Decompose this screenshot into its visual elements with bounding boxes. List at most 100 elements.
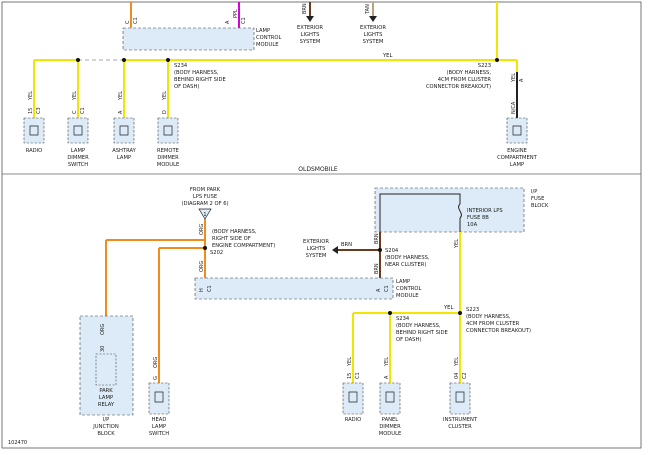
top-ext2-arrow-icon (369, 16, 377, 22)
bottom-s223-label: CONNECTOR BREAKOUT) (466, 328, 531, 334)
top-s223-drop-pin: A (519, 78, 525, 82)
s223-top-splice-dot (495, 58, 499, 62)
relay-pin: 30 (100, 346, 106, 352)
bottom-lcm-label: LAMP (396, 279, 410, 285)
fuse-output-wire-label: YEL (454, 239, 460, 249)
top-ext1-label: LIGHTS (301, 32, 320, 38)
top-s234-label: BEHIND RIGHT SIDE (174, 77, 226, 83)
s202-label: RIGHT SIDE OF (212, 236, 251, 242)
top-lamp-control-module-box (122, 27, 255, 51)
engine-compartment-lamp-box (506, 117, 528, 144)
radio-bottom-box (342, 382, 364, 415)
instrument-cluster-label: INSTRUMENT (443, 417, 478, 423)
s202-down-wire-label: ORG (199, 261, 205, 272)
top-lcm-label: MODULE (256, 42, 279, 48)
relay-label: PARK (99, 388, 113, 394)
connector-icon (29, 125, 39, 136)
s234-bottom-splice-dot (388, 311, 392, 315)
panel-dimmer-module-label: DIMMER (379, 424, 401, 430)
from-park-label: FROM PARK (190, 187, 221, 193)
fuse-block-label: I/P (531, 189, 537, 195)
panel-dimmer-module-label: MODULE (379, 431, 402, 437)
figure-id: 102470 (8, 440, 27, 446)
top-s223-label: CONNECTOR BREAKOUT) (426, 84, 491, 90)
top-lcm-pin: PPL (233, 9, 239, 18)
connector-icon (348, 391, 358, 403)
panel-dimmer-module-box (379, 382, 401, 415)
ext-bottom-label: LIGHTS (307, 246, 326, 252)
bottom-s223-label: (BODY HARNESS, (466, 314, 511, 320)
instrument-cluster-label: CLUSTER (448, 424, 472, 430)
engine-compartment-lamp-label: COMPARTMENT (497, 155, 538, 161)
s204-label: (BODY HARNESS, (385, 255, 430, 261)
panel-dimmer-wire-label: YEL (384, 357, 390, 367)
dimmer-switch-pin: C (72, 110, 78, 114)
bottom-lcm-label: MODULE (396, 293, 419, 299)
head-lamp-switch-label: HEAD (152, 417, 167, 423)
fuse-reference-triangle-icon (198, 208, 212, 220)
bottom-s234-label: BEHIND RIGHT SIDE (396, 330, 448, 336)
bottom-s223-label: 4CM FROM CLUSTER (466, 321, 520, 327)
top-lcm-label: CONTROL (256, 35, 281, 41)
bottom-lcm-pin: C1 (207, 285, 213, 292)
connector-icon (154, 391, 164, 403)
ashtray-lamp-label: ASHTRAY (112, 148, 136, 154)
cluster-pin: C2 (462, 372, 468, 379)
top-s234-label: (BODY HARNESS, (174, 70, 219, 76)
s202-label: ENGINE COMPARTMENT) (212, 243, 275, 249)
relay-label: RELAY (98, 402, 115, 408)
radio-pin: 15 (28, 108, 34, 114)
panel-dimmer-pin: A (384, 375, 390, 379)
park-feed-wire-label: ORG (199, 224, 205, 235)
fuse-label: INTERIOR LPS (467, 208, 503, 214)
relay-wire-label: ORG (100, 324, 106, 335)
top-s223-label: (BODY HARNESS, (446, 70, 491, 76)
fuse-label: FUSE 8B (467, 215, 489, 221)
fuse-block-internal-wire (379, 193, 461, 204)
top-lcm-pin: C (125, 20, 131, 24)
connector-icon (512, 125, 522, 136)
top-s223-drop-wire-label: YEL (511, 73, 517, 83)
radio-top-label: RADIO (26, 148, 43, 154)
top-ext2-label: SYSTEM (363, 39, 384, 45)
remote-dimmer-module-label: REMOTE (157, 148, 179, 154)
top-ext1-label: SYSTEM (300, 39, 321, 45)
dimmer-switch-pin: C1 (80, 107, 86, 114)
bottom-s234-label: (BODY HARNESS, (396, 323, 441, 329)
radio-bottom-label: RADIO (345, 417, 362, 423)
top-s234-label: S234 (174, 63, 188, 69)
bottom-radio-pin: 15 (347, 373, 353, 379)
cluster-pin: 04 (454, 373, 460, 379)
top-ext1-wire-label: BRN (302, 3, 308, 14)
fuse-reference-mark: 1 (203, 212, 206, 218)
top-s223-label: S223 (478, 63, 491, 69)
s202-label: S202 (210, 250, 223, 256)
top-splice-dot (76, 58, 80, 62)
remote-dimmer-module-label: DIMMER (157, 155, 179, 161)
fuse-block-label: BLOCK (531, 203, 549, 209)
lamp-dimmer-switch-box (67, 117, 89, 144)
radio-top-box (23, 117, 45, 144)
top-ext2-label: LIGHTS (364, 32, 383, 38)
ashtray-pin: A (118, 110, 124, 114)
bottom-s223-label: S223 (466, 307, 479, 313)
from-park-label: (DIAGRAM 2 OF 6) (181, 201, 228, 207)
ext-bottom-label: SYSTEM (306, 253, 327, 259)
ext-bottom-label: EXTERIOR (303, 239, 329, 245)
head-lamp-switch-label: LAMP (152, 424, 166, 430)
instrument-cluster-box (449, 382, 471, 415)
top-s234-label: OF DASH) (174, 84, 199, 90)
bottom-lcm-pin: A (376, 288, 382, 292)
junction-block-label: JUNCTION (92, 424, 119, 430)
remote-dimmer-pin: D (162, 110, 168, 114)
top-ext2-wire-label: TAN (365, 4, 371, 15)
lamp-dimmer-switch-label: DIMMER (67, 155, 89, 161)
connector-icon (119, 125, 129, 136)
bottom-radio-pin: C1 (355, 372, 361, 379)
s204-top-wire-label: BRN (374, 233, 380, 244)
s204-splice-dot (378, 248, 382, 252)
from-park-label: LPS FUSE (193, 194, 217, 200)
top-ext1-arrow-icon (306, 16, 314, 22)
top-s223-label: 4CM FROM CLUSTER (438, 77, 492, 83)
bottom-lcm-label: CONTROL (396, 286, 421, 292)
